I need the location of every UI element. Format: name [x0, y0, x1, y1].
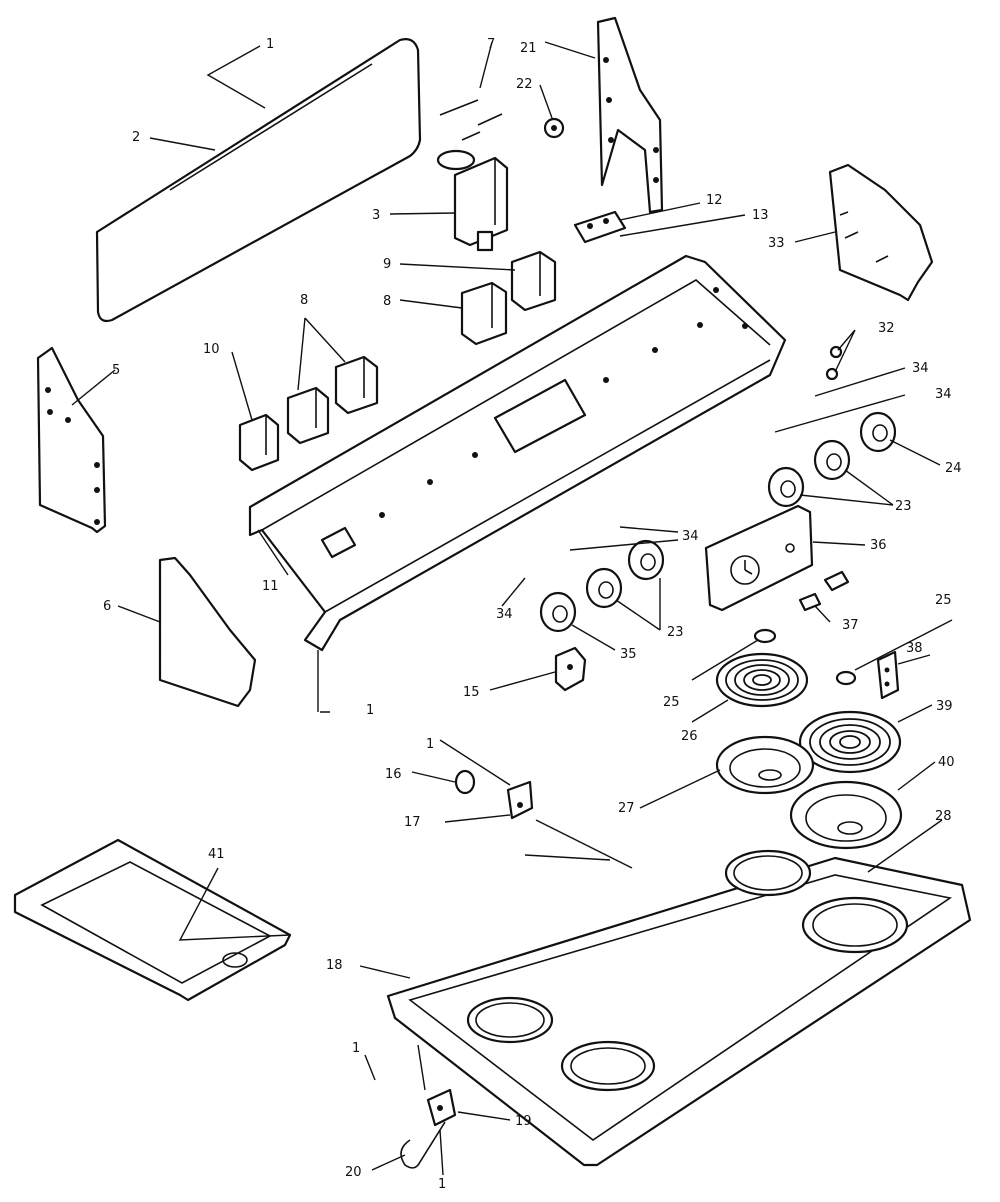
callout-33: 33 — [768, 236, 785, 251]
callout-38: 38 — [906, 641, 923, 656]
callout-35: 35 — [620, 647, 637, 662]
callout-23-right: 23 — [895, 499, 912, 514]
receptacle-38 — [876, 650, 900, 700]
callout-37: 37 — [842, 618, 859, 633]
callout-27: 27 — [618, 801, 635, 816]
nut-22 — [543, 117, 565, 139]
callout-25-left: 25 — [663, 695, 680, 710]
knob-35 — [539, 591, 577, 633]
callout-34-d: 34 — [496, 607, 513, 622]
control-panel-11 — [248, 254, 787, 652]
callout-24: 24 — [945, 461, 962, 476]
switch-8-upper — [460, 281, 508, 346]
pins-7 — [439, 99, 503, 141]
callout-28: 28 — [935, 809, 952, 824]
switch-8-mid — [334, 355, 379, 415]
callout-17: 17 — [404, 815, 421, 830]
knob-23-left-lower — [585, 567, 623, 609]
callout-20: 20 — [345, 1165, 362, 1180]
bracket-17 — [506, 780, 534, 820]
drip-bowl-27 — [715, 735, 815, 795]
callout-34-a: 34 — [912, 361, 929, 376]
tray-41 — [13, 838, 292, 1002]
callout-18: 18 — [326, 958, 343, 973]
callout-1-bottom: 1 — [438, 1177, 446, 1192]
callout-1-part17: 1 — [426, 737, 434, 752]
callout-16: 16 — [385, 767, 402, 782]
cooktop-18 — [386, 849, 972, 1167]
callout-7: 7 — [487, 37, 495, 52]
switch-3 — [436, 149, 509, 252]
switch-8-left — [286, 386, 330, 445]
callout-22: 22 — [516, 77, 533, 92]
terminal-12-13 — [573, 210, 627, 244]
callout-39: 39 — [936, 699, 953, 714]
callout-8-left: 8 — [300, 293, 308, 308]
callout-36: 36 — [870, 538, 887, 553]
callout-34-b: 34 — [935, 387, 952, 402]
callout-40: 40 — [938, 755, 955, 770]
knob-23-right-lower — [767, 466, 805, 508]
hinge-20 — [400, 1121, 446, 1169]
ring-25-right — [835, 670, 857, 686]
rear-panel — [95, 38, 422, 323]
leader-lines — [71, 41, 953, 1176]
callout-labels: 1 2 7 21 22 3 12 13 33 9 8 8 32 10 5 34 … — [103, 37, 962, 1192]
left-end-panel-5 — [36, 346, 107, 534]
callout-21: 21 — [520, 41, 537, 56]
heating-element-39 — [798, 710, 902, 774]
callout-15: 15 — [463, 685, 480, 700]
callout-41: 41 — [208, 847, 225, 862]
side-trim-6 — [158, 556, 257, 708]
right-bracket-21 — [596, 16, 664, 214]
callout-25-right: 25 — [935, 593, 952, 608]
callout-11: 11 — [262, 579, 279, 594]
callout-9: 9 — [383, 257, 391, 272]
callout-5: 5 — [112, 363, 120, 378]
callout-8-upper: 8 — [383, 294, 391, 309]
drip-bowl-40 — [789, 780, 903, 850]
callout-23-left: 23 — [667, 625, 684, 640]
callout-6: 6 — [103, 599, 111, 614]
callout-32: 32 — [878, 321, 895, 336]
callout-3: 3 — [372, 208, 380, 223]
callout-10: 10 — [203, 342, 220, 357]
right-end-panel-33 — [828, 163, 934, 302]
callout-1-top: 1 — [266, 37, 274, 52]
callout-26: 26 — [681, 729, 698, 744]
callout-1-part19: 1 — [352, 1041, 360, 1056]
callout-19: 19 — [515, 1114, 532, 1129]
clock-knobs-37 — [798, 570, 850, 612]
knob-23-left-upper — [627, 539, 665, 581]
knob-23-right-upper — [813, 439, 851, 481]
heating-element-26 — [715, 652, 809, 708]
knob-24 — [859, 411, 897, 453]
switch-10 — [238, 413, 280, 472]
part-16 — [454, 769, 476, 795]
bracket-15 — [554, 646, 587, 692]
clock-36 — [704, 504, 814, 612]
callout-12: 12 — [706, 193, 723, 208]
ring-25-left — [753, 628, 777, 644]
callout-2: 2 — [132, 130, 140, 145]
callout-13: 13 — [752, 208, 769, 223]
callout-34-c: 34 — [682, 529, 699, 544]
callout-1-mid: 1 — [366, 703, 374, 718]
switch-9 — [510, 250, 557, 312]
bracket-19 — [426, 1088, 457, 1127]
